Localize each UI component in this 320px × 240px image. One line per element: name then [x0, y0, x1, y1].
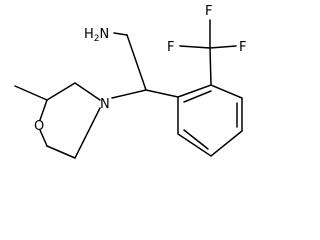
fluorine-left-label: F [167, 40, 174, 55]
nitrogen-label: N [100, 97, 110, 112]
benzene-double-bond-1 [183, 90, 212, 103]
bond-c2-methyl [14, 85, 48, 101]
bond-o-c6 [39, 129, 48, 147]
amine-label: H2N [84, 27, 109, 44]
bond-n-c3 [74, 82, 101, 101]
structure-diagram: H2N F F F O N [14, 4, 246, 159]
benzene-double-bond-3 [183, 129, 209, 150]
bond-c5-n [74, 107, 101, 159]
fluorine-right-label: F [239, 40, 246, 55]
bond-ch-aryl [145, 89, 179, 98]
bond-c6-c5 [46, 145, 76, 159]
bond-amine-ch2 [113, 32, 128, 36]
bond-ch-morpholine-n [111, 89, 147, 99]
benzene-ring [177, 84, 243, 157]
bond-c2-o [39, 99, 48, 121]
bond-c3-c2 [46, 82, 76, 101]
bond-ch2-ch [126, 34, 147, 91]
bond-aryl-cf3 [209, 47, 212, 86]
fluorine-top-label: F [205, 4, 212, 19]
oxygen-label: O [34, 119, 44, 134]
bond-c-f-left [179, 45, 211, 49]
bond-c-f-right [209, 45, 237, 49]
